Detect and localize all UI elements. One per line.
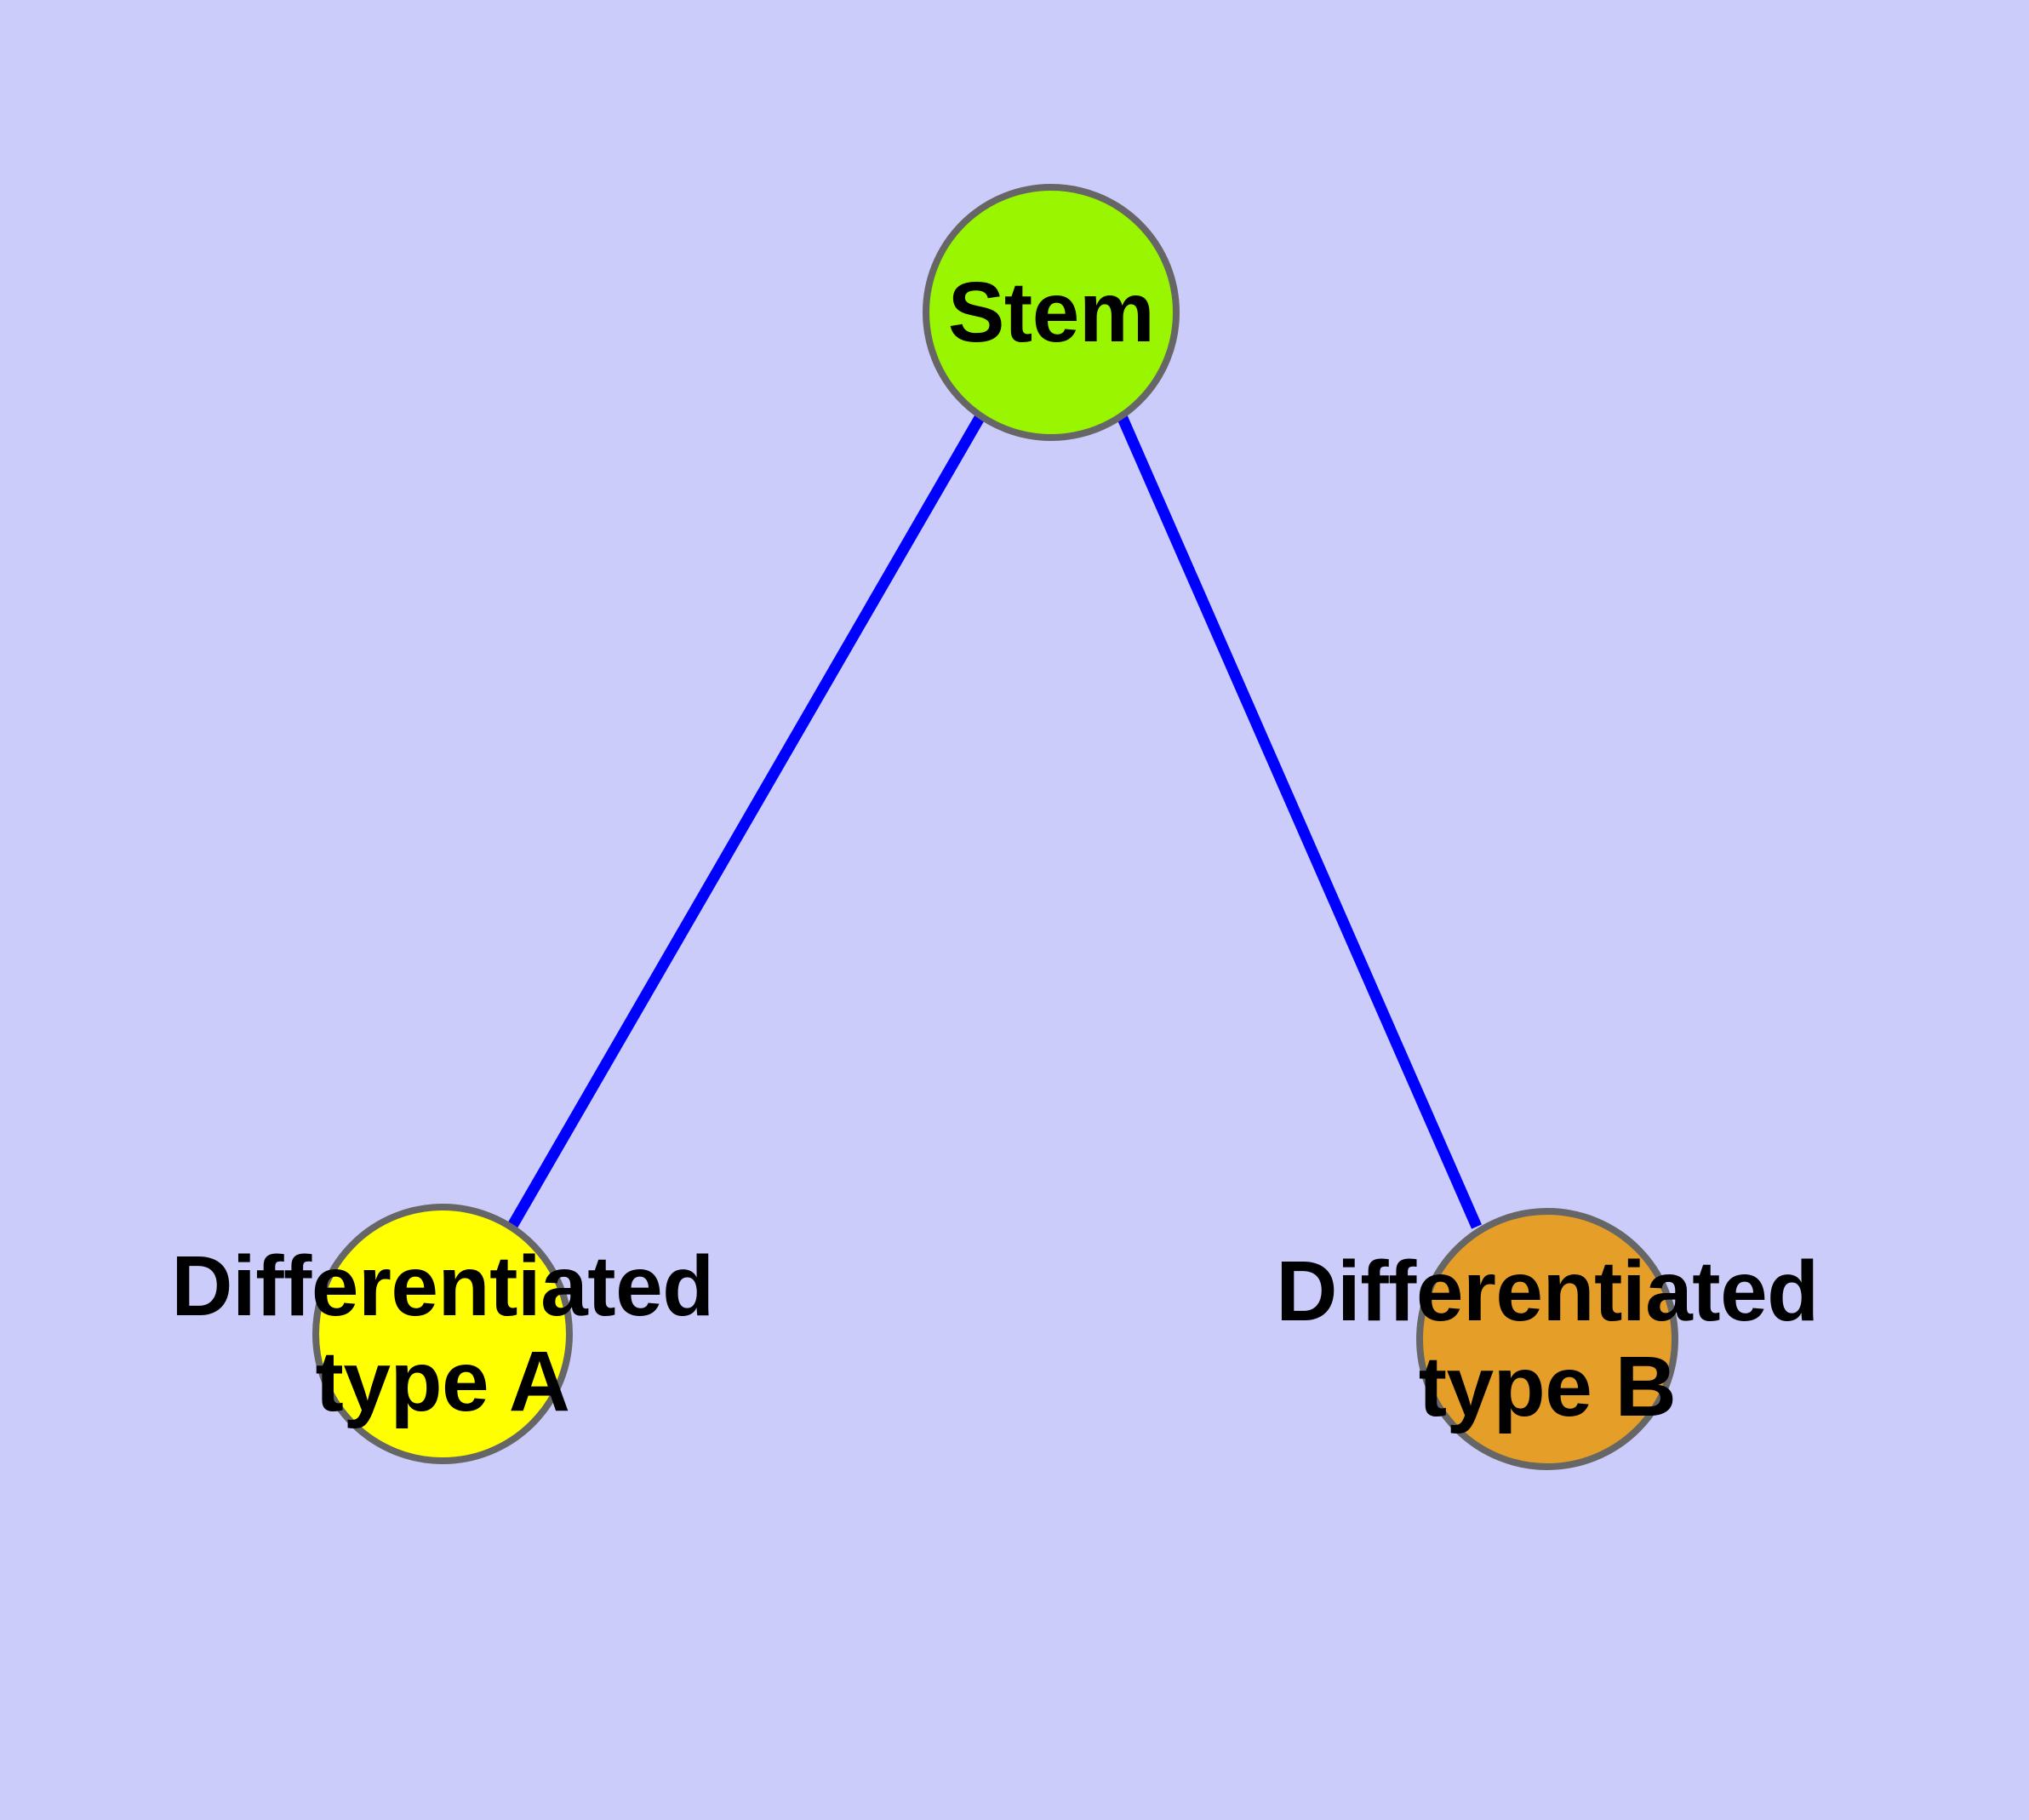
node-layer <box>312 184 1678 1470</box>
edge-layer <box>507 413 1482 1229</box>
graph-edge-stem-diff_a[interactable] <box>507 413 986 1229</box>
graph-node-diff_a[interactable] <box>312 1204 573 1464</box>
graph-node-stem[interactable] <box>923 184 1180 441</box>
graph-edge-stem-diff_b[interactable] <box>1117 414 1482 1229</box>
graph-node-diff_b[interactable] <box>1416 1208 1678 1470</box>
